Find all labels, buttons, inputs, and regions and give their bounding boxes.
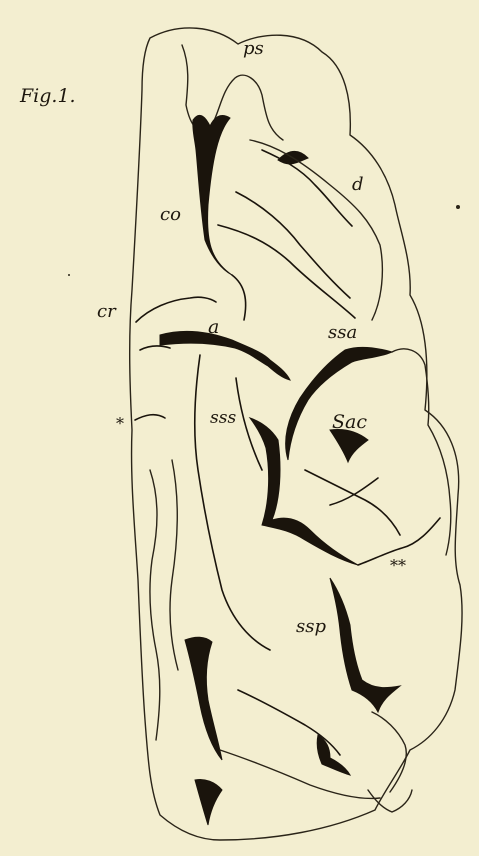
label-d: d — [352, 176, 364, 194]
sulcus-ps — [193, 115, 232, 275]
gyrus-d-contour — [250, 140, 382, 320]
notch-star — [135, 415, 165, 420]
sulcus-mid-frontal — [236, 192, 350, 298]
sulcus-sac-arc — [305, 470, 400, 535]
label-sss: sss — [210, 410, 236, 427]
label-star: * — [116, 416, 124, 432]
label-ssp: ssp — [296, 618, 326, 636]
label-ssa: ssa — [328, 324, 357, 342]
figure-title: Fig.1. — [20, 87, 76, 106]
sulcus-sac-lower — [330, 478, 378, 505]
inner-lateral-contour — [170, 460, 178, 670]
label-sac: Sac — [332, 413, 367, 432]
furrow-central — [232, 275, 246, 320]
label-ps: ps — [243, 40, 264, 58]
sulcus-upper-frontal — [262, 150, 352, 226]
right-lobe-contour — [392, 349, 451, 555]
label-cr: cr — [97, 303, 116, 321]
lower-gyrus-contour — [220, 750, 380, 798]
occipital-tip — [368, 790, 412, 812]
speck-left — [68, 274, 70, 276]
occipital-contour — [372, 712, 406, 792]
label-a: a — [208, 318, 219, 337]
fissure-a — [160, 331, 290, 380]
sulcus-sss — [195, 355, 270, 650]
fissure-left-lower — [185, 637, 222, 760]
fissure-ssp — [330, 578, 400, 712]
speck-right — [456, 205, 460, 209]
fissure-lower-right — [317, 735, 350, 775]
notch-cr — [140, 346, 170, 350]
sulcus-cr — [136, 297, 216, 322]
label-co: co — [160, 206, 181, 224]
hemisphere-outline — [130, 28, 462, 840]
fissure-sac — [330, 429, 368, 462]
sulcus-a-to-ssa — [218, 225, 355, 318]
label-double-star: ** — [390, 558, 406, 574]
lateral-wavy-edge — [150, 470, 160, 740]
fissure-bottom — [195, 779, 222, 825]
